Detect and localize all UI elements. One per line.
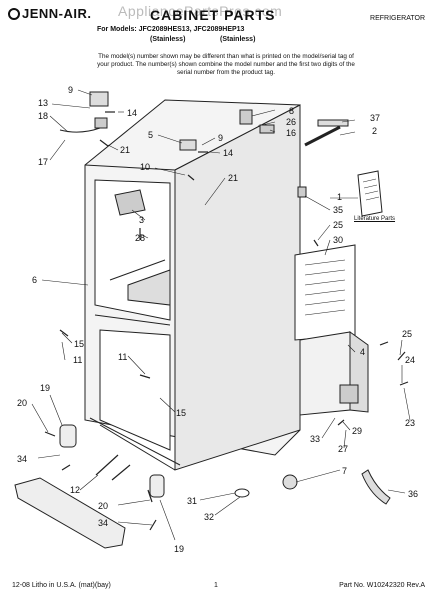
callout-3: 3: [139, 215, 144, 225]
callout-20: 20: [17, 398, 27, 408]
callout-34b: 34: [98, 518, 108, 528]
callout-28: 28: [135, 233, 145, 243]
callout-34: 34: [17, 454, 27, 464]
callout-18: 18: [38, 111, 48, 121]
callout-30: 30: [333, 235, 343, 245]
callout-29: 29: [352, 426, 362, 436]
callout-19: 19: [40, 383, 50, 393]
callout-6: 6: [32, 275, 37, 285]
callout-27: 27: [338, 444, 348, 454]
callout-32: 32: [204, 512, 214, 522]
variant-1: (Stainless): [150, 36, 186, 43]
model-note: The model(s) number shown may be differe…: [97, 53, 355, 76]
callout-37: 37: [370, 113, 380, 123]
callout-26: 26: [286, 117, 296, 127]
callout-2: 2: [372, 126, 377, 136]
variant-2: (Stainless): [220, 36, 256, 43]
callout-14b: 14: [223, 148, 233, 158]
callout-11b: 11: [118, 352, 127, 362]
callout-7: 7: [342, 466, 347, 476]
callout-11: 11: [73, 355, 82, 365]
model-numbers: For Models: JFC2089HES13, JFC2089HEP13: [97, 26, 245, 33]
callout-9: 9: [68, 85, 73, 95]
callout-33: 33: [310, 434, 320, 444]
callout-20b: 20: [98, 501, 108, 511]
footer-part-number: Part No. W10242320 Rev.A: [339, 582, 425, 589]
page-title: CABINET PARTS: [150, 7, 276, 23]
callout-13: 13: [38, 98, 48, 108]
callout-14: 14: [127, 108, 137, 118]
footer-page-number: 1: [214, 582, 218, 589]
callout-35: 35: [333, 205, 343, 215]
callout-24: 24: [405, 355, 415, 365]
callout-10: 10: [140, 162, 150, 172]
callout-5: 5: [148, 130, 153, 140]
callout-8: 8: [289, 106, 294, 116]
brand-name: JENN-AIR.: [22, 6, 92, 21]
callout-23: 23: [405, 418, 415, 428]
brand-logo: JENN-AIR.: [8, 6, 92, 21]
callout-17: 17: [38, 157, 48, 167]
brand-mark-icon: [8, 8, 20, 20]
callout-31: 31: [187, 496, 197, 506]
callout-9b: 9: [218, 133, 223, 143]
callout-16: 16: [286, 128, 296, 138]
callout-19b: 19: [174, 544, 184, 554]
literature-parts-label: Literature Parts: [354, 216, 396, 222]
callout-1: 1: [337, 192, 342, 202]
callout-12: 12: [70, 485, 80, 495]
callout-36: 36: [408, 489, 418, 499]
callout-25b: 25: [402, 329, 412, 339]
appliance-category: REFRIGERATOR: [370, 15, 425, 22]
callout-4: 4: [360, 347, 365, 357]
callout-15: 15: [74, 339, 84, 349]
watermark: AppliancePartsPros.com: [118, 3, 283, 19]
callout-21: 21: [120, 145, 130, 155]
callout-25: 25: [333, 220, 343, 230]
callout-15b: 15: [176, 408, 186, 418]
callout-21b: 21: [228, 173, 238, 183]
footer-litho: 12-08 Litho in U.S.A. (mat)(bay): [12, 582, 111, 589]
